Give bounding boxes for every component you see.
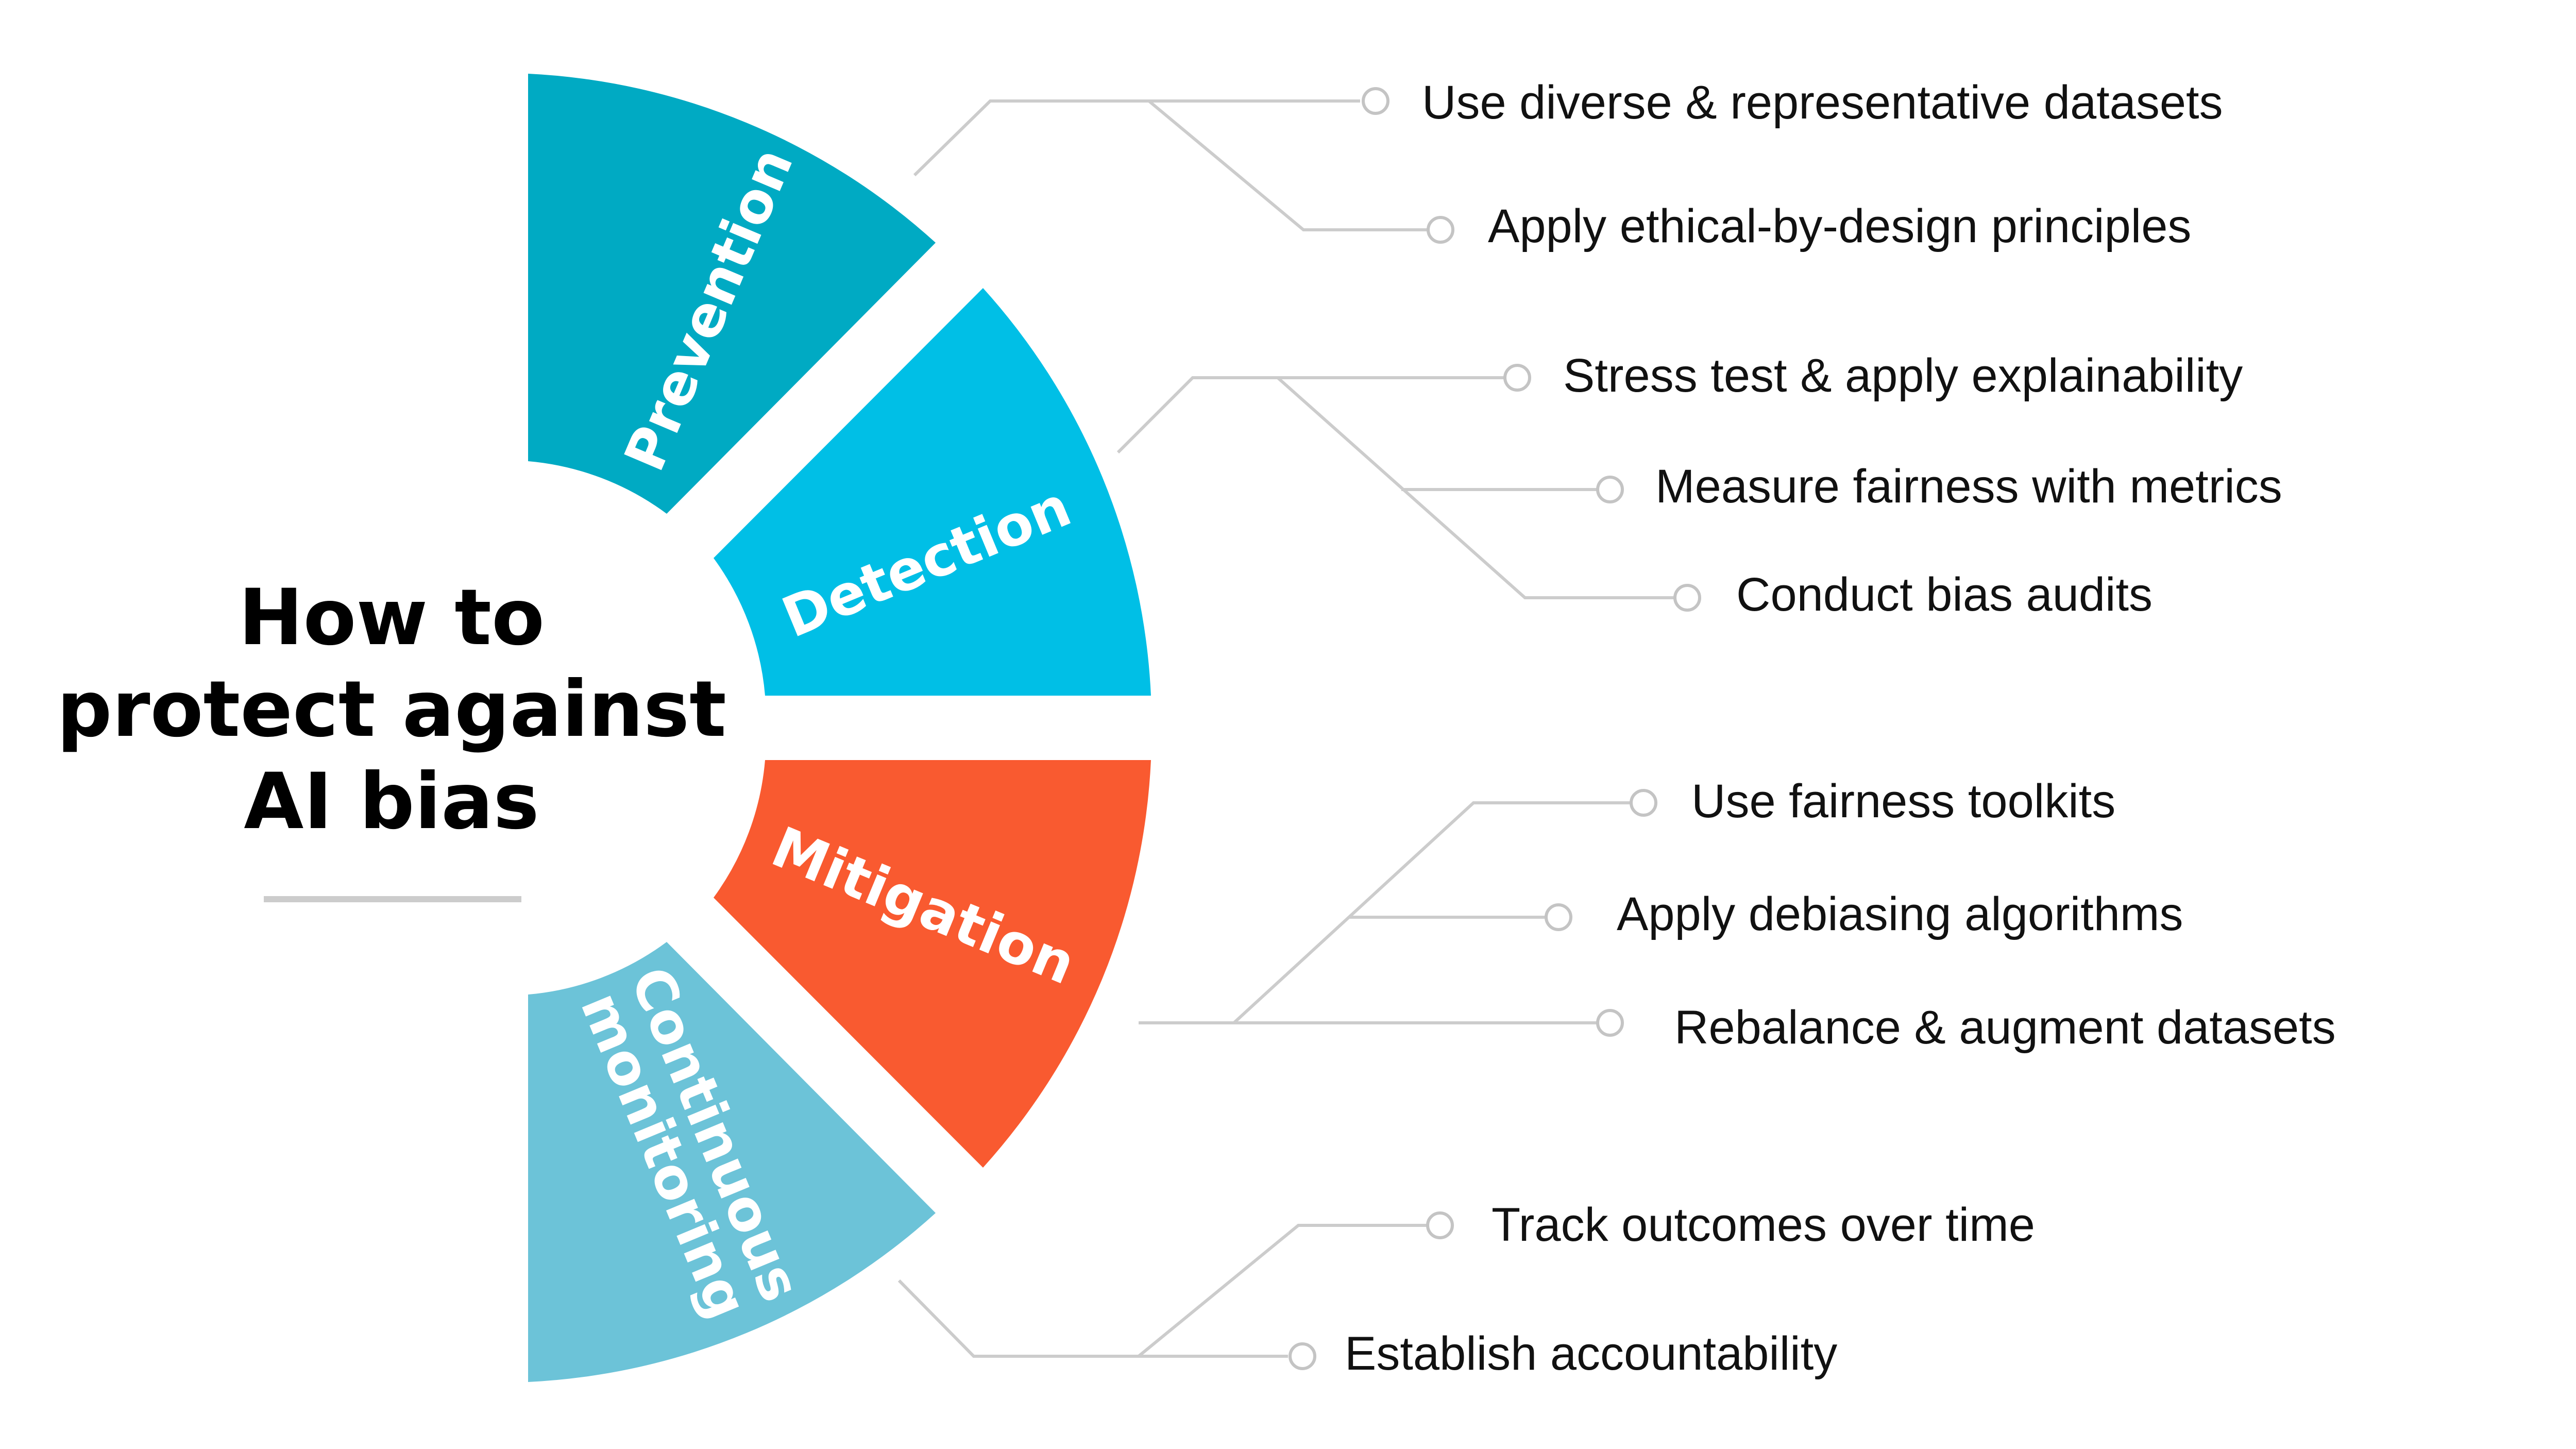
segment-mitigation: Mitigation xyxy=(714,760,1151,1168)
monitoring-item-2: Establish accountability xyxy=(1345,1327,1837,1380)
prevention-connector-2 xyxy=(1148,99,1427,231)
detection-connector-1 xyxy=(1116,376,1504,454)
item-labels: Use diverse & representative datasets Ap… xyxy=(1345,76,2336,1380)
detection-segment xyxy=(714,288,1151,696)
mitigation-item-3: Rebalance & augment datasets xyxy=(1674,1001,2336,1054)
detection-item-1: Stress test & apply explainability xyxy=(1563,349,2243,402)
detection-item-1-node xyxy=(1503,364,1531,392)
mitigation-item-1-node xyxy=(1630,789,1657,817)
detection-item-2-node xyxy=(1596,476,1624,503)
title-block: How to protect against AI bias xyxy=(57,573,726,902)
monitoring-connector-1 xyxy=(897,1279,1288,1358)
mitigation-item-2: Apply debiasing algorithms xyxy=(1617,888,2183,940)
monitoring-segment xyxy=(528,942,936,1382)
prevention-segment xyxy=(528,74,936,514)
detection-item-3-node xyxy=(1673,584,1701,612)
title-line-3: AI bias xyxy=(244,757,539,847)
detection-item-3: Conduct bias audits xyxy=(1736,568,2153,621)
mitigation-item-2-node xyxy=(1545,903,1572,931)
prevention-item-2: Apply ethical-by-design principles xyxy=(1488,200,2191,252)
mitigation-segment xyxy=(714,760,1151,1168)
monitoring-item-1-node xyxy=(1426,1211,1454,1239)
mitigation-connector-2 xyxy=(1232,801,1631,1024)
title-line-1: How to xyxy=(239,573,545,663)
prevention-item-1: Use diverse & representative datasets xyxy=(1422,76,2223,129)
prevention-item-2-node xyxy=(1427,216,1454,244)
detection-connector-2 xyxy=(1277,376,1674,599)
monitoring-connector-2 xyxy=(1138,1224,1427,1358)
segment-detection: Detection xyxy=(714,288,1151,696)
prevention-connector-1 xyxy=(913,99,1360,177)
mitigation-item-3-node xyxy=(1596,1009,1624,1037)
connectors xyxy=(897,87,1701,1370)
detection-item-2: Measure fairness with metrics xyxy=(1655,460,2282,513)
monitoring-item-2-node xyxy=(1289,1342,1316,1370)
title-line-2: protect against xyxy=(57,665,726,754)
monitoring-item-1: Track outcomes over time xyxy=(1492,1199,2035,1251)
prevention-item-1-node xyxy=(1362,87,1389,115)
mitigation-item-1: Use fairness toolkits xyxy=(1691,775,2115,828)
